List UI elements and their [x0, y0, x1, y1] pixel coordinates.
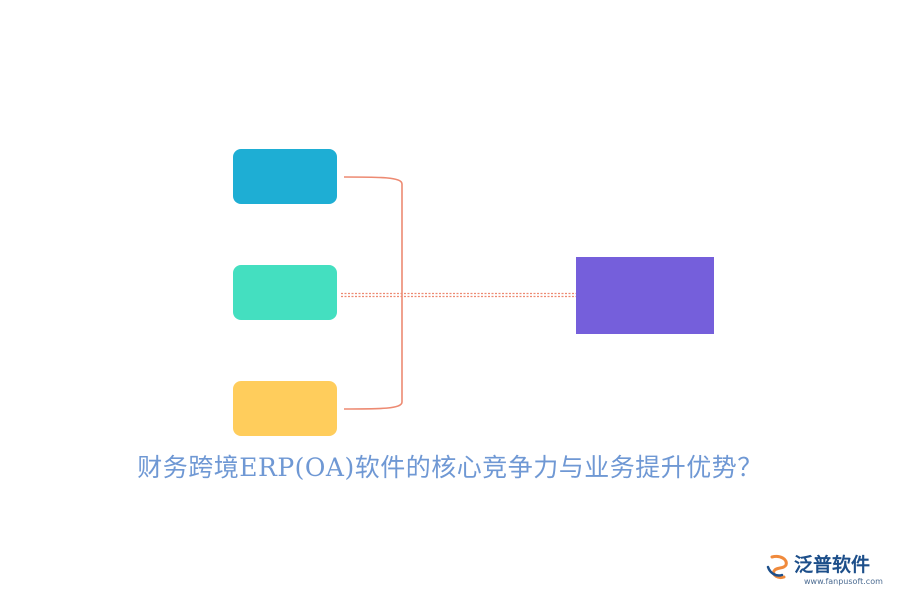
brand-logo: 泛普软件 www.fanpusoft.com [764, 551, 892, 591]
logo-url: www.fanpusoft.com [804, 577, 883, 586]
diagram-node-target-purple [576, 257, 714, 334]
diagram-node-teal [233, 265, 337, 320]
logo-name: 泛普软件 [794, 554, 871, 576]
diagram-node-blue [233, 149, 337, 204]
fanpu-logo-icon [766, 555, 788, 579]
diagram-caption: 财务跨境ERP(OA)软件的核心竞争力与业务提升优势？ [137, 453, 763, 482]
diagram-node-yellow [233, 381, 337, 436]
